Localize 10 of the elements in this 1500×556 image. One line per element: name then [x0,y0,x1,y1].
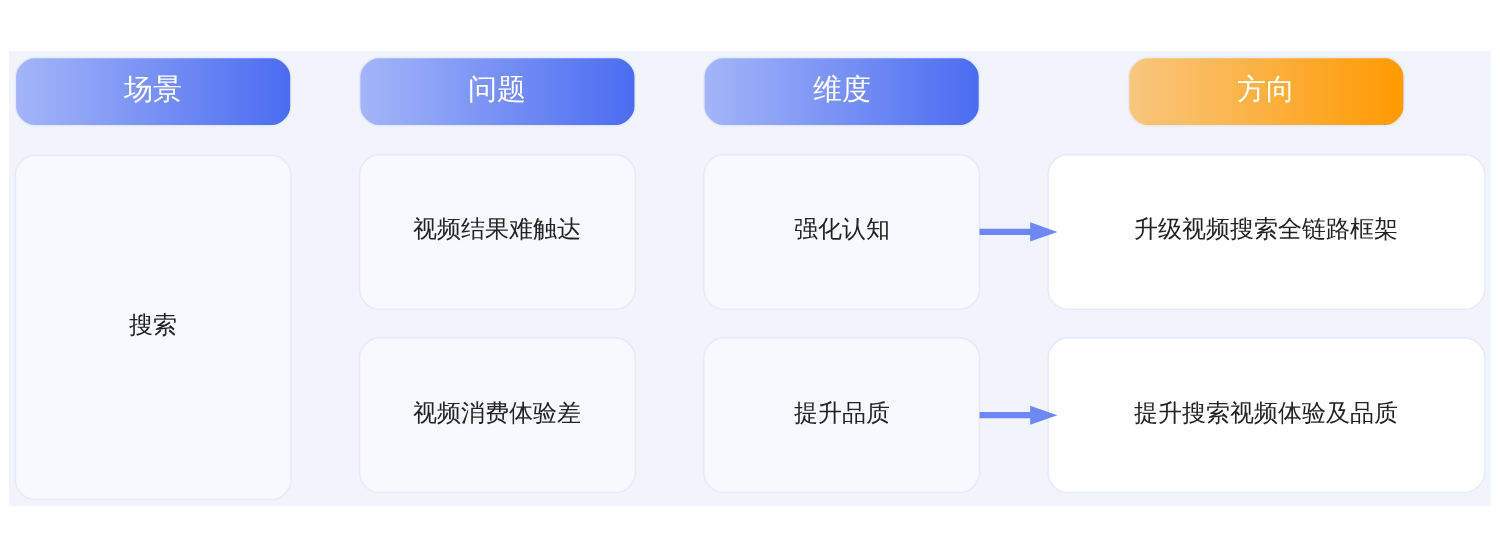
node-box: 提升搜索视频体验及品质 [1047,336,1486,493]
node-box: 强化认知 [703,153,981,310]
node-box: 问题 [358,56,637,127]
arrow [979,405,1058,425]
node-box: 方向 [1127,56,1405,127]
node-box: 维度 [703,56,981,127]
node-box: 提升品质 [703,336,981,493]
node-box: 升级视频搜索全链路框架 [1047,153,1486,310]
arrow [979,221,1058,241]
node-box: 场景 [14,56,292,127]
